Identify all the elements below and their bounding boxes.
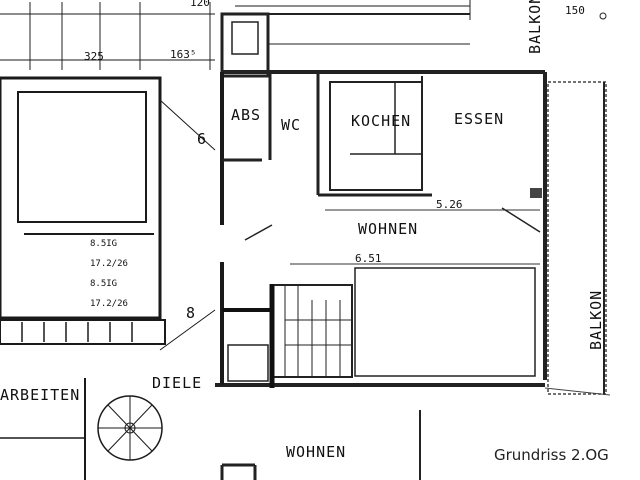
room-label-wohnen-lower: WOHNEN <box>286 443 346 461</box>
dimension-inner-2: 6.51 <box>355 252 382 265</box>
room-label-essen: ESSEN <box>454 110 504 128</box>
lower-walls <box>220 410 421 480</box>
plan-caption: Grundriss 2.OG <box>494 446 609 464</box>
stair-number-lower: 8 <box>186 304 195 322</box>
spiral-staircase <box>97 395 163 461</box>
north-marker <box>599 12 607 20</box>
stair-number-upper: 6 <box>197 130 206 148</box>
apartment-walls <box>215 12 547 388</box>
dimension-inner-1: 5.26 <box>436 198 463 211</box>
room-label-abs: ABS <box>231 106 261 124</box>
room-label-arbeiten: ARBEITEN <box>0 386 80 404</box>
room-label-wc: WC <box>281 116 301 134</box>
room-label-diele: DIELE <box>152 374 202 392</box>
room-label-kochen: KOCHEN <box>351 112 411 130</box>
stair-spec-c: 8.5IG <box>90 279 117 289</box>
top-dimension-strip <box>0 0 471 70</box>
room-label-wohnen-upper: WOHNEN <box>358 220 418 238</box>
stair-spec-b: 17.2/26 <box>90 259 128 269</box>
balcony-right <box>544 81 611 396</box>
dimension-top-2: 150 <box>565 4 585 17</box>
room-label-balkon-top: BALKON <box>526 0 544 54</box>
dimension-left-2: 163⁵ <box>170 48 197 61</box>
dimension-top-1: 120 <box>190 0 210 9</box>
left-wing-walls <box>0 76 216 480</box>
stair-spec-a: 8.5IG <box>90 239 117 249</box>
dimension-left-1: 325 <box>84 50 104 63</box>
stair-spec-d: 17.2/26 <box>90 299 128 309</box>
room-label-balkon-right: BALKON <box>587 290 605 350</box>
